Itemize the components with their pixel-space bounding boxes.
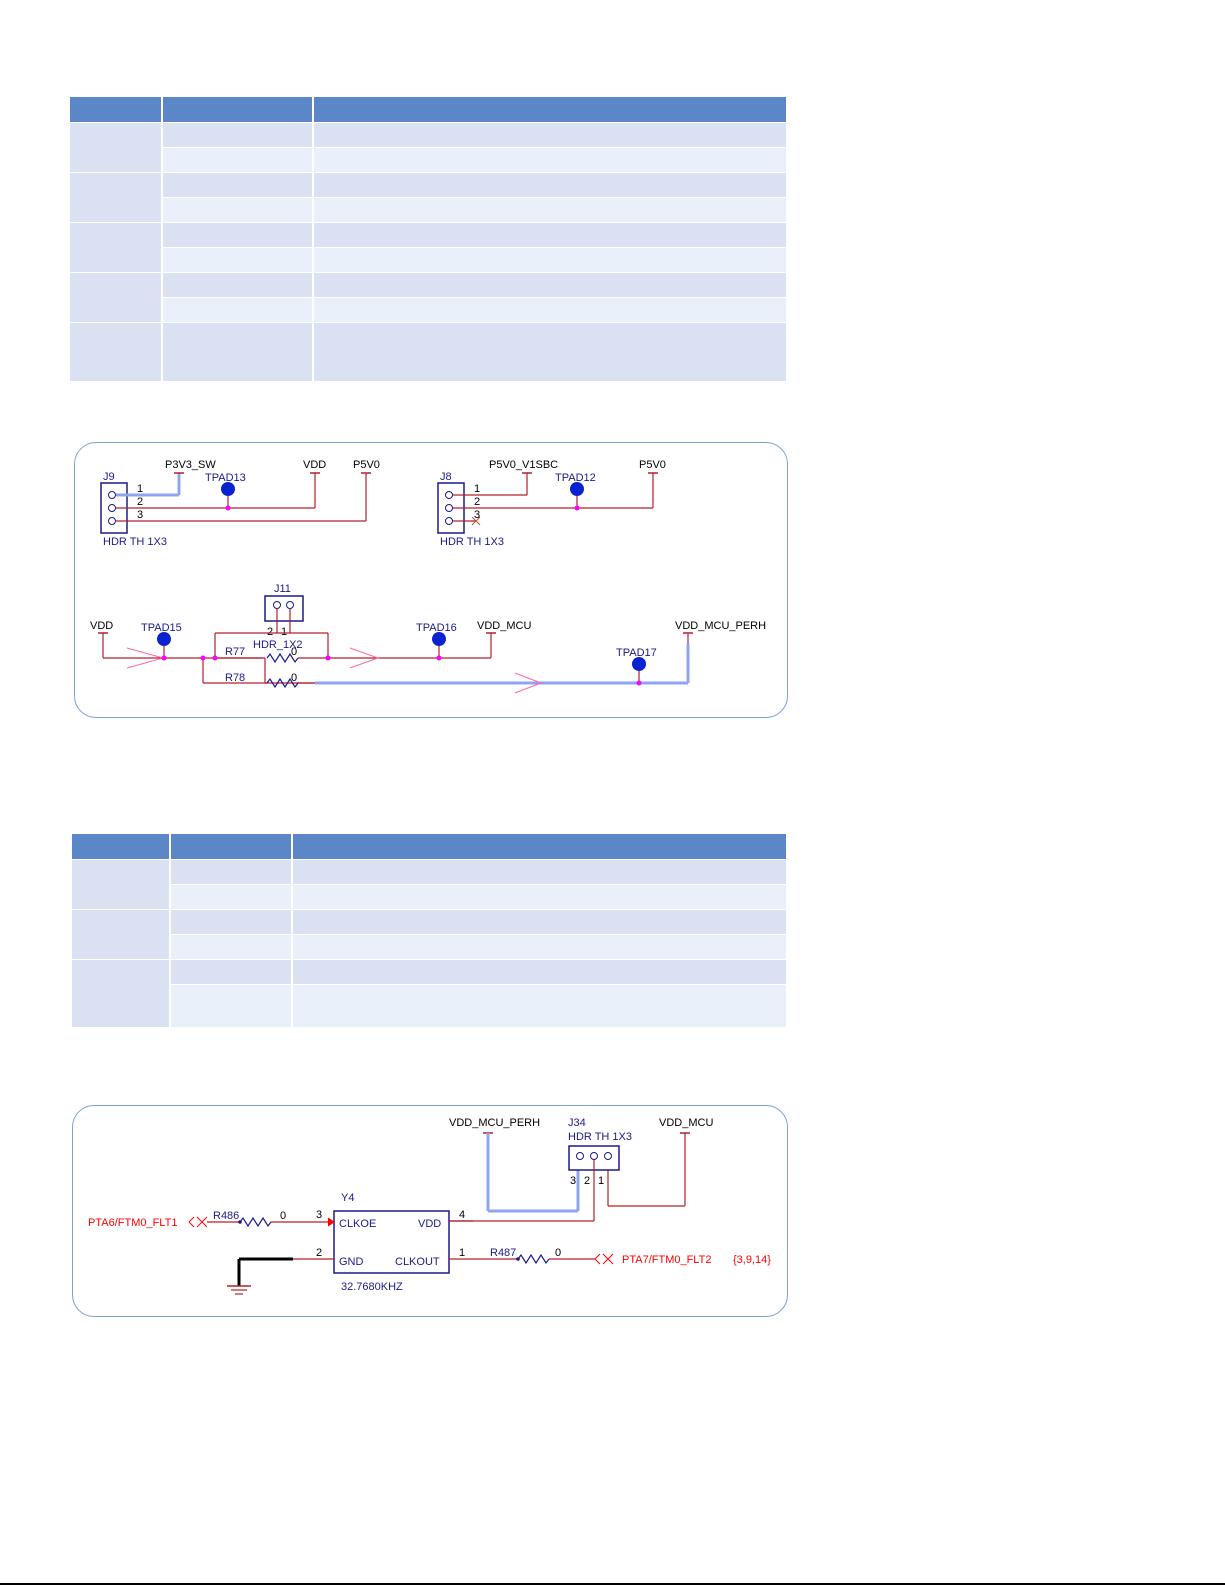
net-vdd-left: VDD <box>90 620 113 632</box>
config-table-1 <box>70 97 786 381</box>
j9-pin-2: 2 <box>137 496 143 508</box>
power-schematic-panel: J9 HDR TH 1X3 1 2 3 P3V3_SW VDD P5V0 TPA… <box>74 442 788 718</box>
power-schematic: J9 HDR TH 1X3 1 2 3 P3V3_SW VDD P5V0 TPA… <box>90 459 766 694</box>
r486-symbol <box>239 1216 272 1228</box>
table-row <box>72 884 786 910</box>
tpad15-label: TPAD15 <box>141 622 182 634</box>
j8-header: J8 HDR TH 1X3 1 2 3 <box>437 471 504 548</box>
tpad13-pad <box>221 482 235 496</box>
table-row <box>70 172 786 223</box>
tpad15-pad <box>157 632 171 646</box>
j9-pin-1: 1 <box>137 483 143 495</box>
tpad16-label: TPAD16 <box>416 622 457 634</box>
table-row <box>72 909 786 960</box>
table-row <box>70 272 786 323</box>
table-row <box>70 197 786 223</box>
j11-pin-2: 2 <box>267 626 273 638</box>
j9-ref: J9 <box>103 471 115 483</box>
j9-pin-3: 3 <box>137 509 143 521</box>
r77-value: 0 <box>291 646 297 658</box>
table-row <box>72 959 786 1027</box>
tpad13-label: TPAD13 <box>205 472 246 484</box>
port-right-pages: {3,9,14} <box>733 1254 771 1266</box>
y4-pin-vdd: VDD <box>418 1218 441 1230</box>
j11-ref: J11 <box>274 583 291 595</box>
j11-header: J11 2 1 HDR_1X2 <box>253 583 304 651</box>
net-p5v0-v1sbc: P5V0_V1SBC <box>489 459 558 471</box>
y4-value: 32.7680KHZ <box>341 1281 403 1293</box>
port-left-symbol <box>188 1216 208 1228</box>
r78-ref: R78 <box>225 672 245 684</box>
j8-pin-3: 3 <box>474 509 480 521</box>
j34-pin-1: 1 <box>598 1175 604 1187</box>
net-vdd-mcu-perh: VDD_MCU_PERH <box>675 620 766 632</box>
table-row <box>70 147 786 173</box>
j8-type: HDR TH 1X3 <box>440 536 504 548</box>
port-right-symbol <box>594 1253 614 1265</box>
table-header-row <box>72 834 786 860</box>
j11-type: HDR_1X2 <box>253 639 303 651</box>
config-table-2 <box>72 834 786 1027</box>
r77-symbol <box>266 652 299 664</box>
r486-value: 0 <box>280 1210 286 1222</box>
y4-pin3-num: 3 <box>316 1209 322 1221</box>
y4-pin-gnd: GND <box>339 1256 364 1268</box>
j34-pin-2: 2 <box>584 1175 590 1187</box>
j34-pin-3: 3 <box>570 1175 576 1187</box>
net-vdd-top: VDD <box>303 459 326 471</box>
r487-value: 0 <box>555 1247 561 1259</box>
table-row <box>70 247 786 273</box>
net-vdd-mcu-perh-2: VDD_MCU_PERH <box>449 1117 540 1129</box>
y4-ref: Y4 <box>341 1192 354 1204</box>
j9-type: HDR TH 1X3 <box>103 536 167 548</box>
y4-pin4-num: 4 <box>459 1209 465 1221</box>
table-row <box>72 859 786 910</box>
port-left-label: PTA6/FTM0_FLT1 <box>88 1217 177 1229</box>
r487-symbol <box>517 1253 550 1265</box>
table-row <box>70 122 786 173</box>
r486-ref: R486 <box>213 1210 239 1222</box>
oscillator-schematic: VDD_MCU_PERH VDD_MCU J34 HDR TH 1X3 3 2 … <box>88 1117 771 1295</box>
r77-ref: R77 <box>225 646 245 658</box>
net-vdd-mcu: VDD_MCU <box>477 620 531 632</box>
tpad17-label: TPAD17 <box>616 647 657 659</box>
table-row <box>72 934 786 960</box>
j9-header: J9 HDR TH 1X3 1 2 3 <box>100 471 167 548</box>
j34-type: HDR TH 1X3 <box>568 1131 632 1143</box>
table-row <box>70 222 786 273</box>
tpad12-label: TPAD12 <box>555 472 596 484</box>
oscillator-schematic-panel: VDD_MCU_PERH VDD_MCU J34 HDR TH 1X3 3 2 … <box>72 1105 788 1317</box>
y4-oscillator: Y4 CLKOE VDD GND CLKOUT 32.7680KHZ 3 4 2… <box>316 1192 465 1293</box>
r78-symbol <box>266 677 299 689</box>
y4-pin-clkout: CLKOUT <box>395 1256 440 1268</box>
y4-pin2-num: 2 <box>316 1247 322 1259</box>
y4-pin-clkoe: CLKOE <box>339 1218 376 1230</box>
tpad17-pad <box>632 657 646 671</box>
no-connect-mark <box>471 516 481 526</box>
net-p5v0-left: P5V0 <box>353 459 380 471</box>
j11-pin-1: 1 <box>281 626 287 638</box>
j8-pin-1: 1 <box>474 483 480 495</box>
net-p3v3-sw: P3V3_SW <box>165 459 216 471</box>
net-p5v0-right: P5V0 <box>639 459 666 471</box>
r78-value: 0 <box>291 672 297 684</box>
j34-ref: J34 <box>568 1117 586 1129</box>
tpad12-pad <box>570 482 584 496</box>
table-row <box>70 297 786 323</box>
table-row <box>70 322 786 381</box>
table-header-row <box>70 97 786 123</box>
r487-ref: R487 <box>490 1247 516 1259</box>
port-right-label: PTA7/FTM0_FLT2 <box>622 1254 711 1266</box>
net-vdd-mcu-2: VDD_MCU <box>659 1117 713 1129</box>
page-bottom-rule <box>0 1583 1225 1585</box>
table-row <box>72 984 786 1027</box>
y4-pin1-num: 1 <box>459 1247 465 1259</box>
j8-pin-2: 2 <box>474 496 480 508</box>
j8-ref: J8 <box>440 471 452 483</box>
tpad16-pad <box>432 632 446 646</box>
